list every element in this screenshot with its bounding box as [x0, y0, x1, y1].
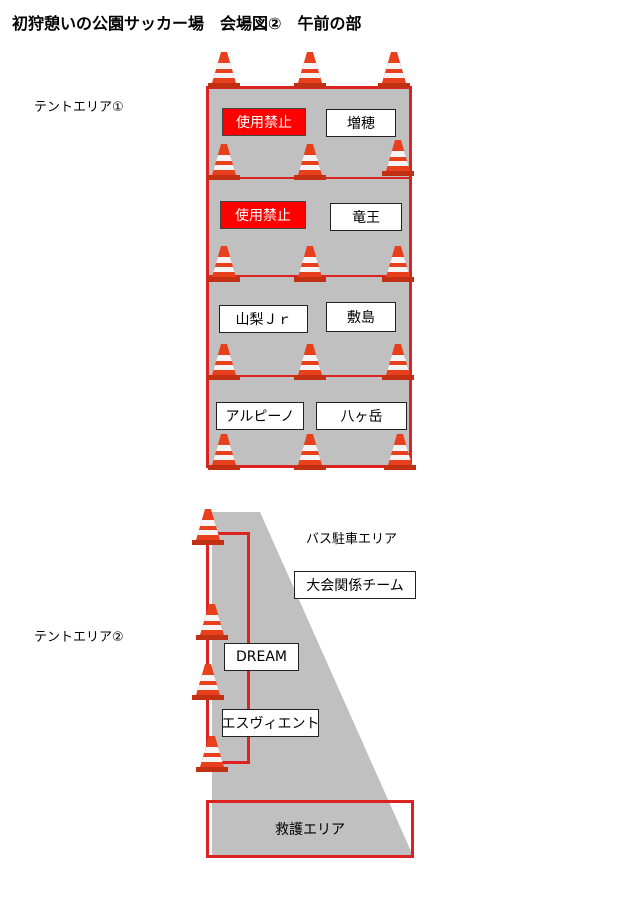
bus-area-label: バス駐車エリア: [306, 532, 398, 547]
tent-slot: 山梨Ｊｒ: [219, 305, 308, 333]
page-title: 初狩憩いの公園サッカー場 会場図② 午前の部: [12, 14, 362, 33]
tent-slot: DREAM: [224, 643, 299, 671]
tent-area-1-label: テントエリア①: [34, 100, 124, 115]
staff-team-box: 大会関係チーム: [294, 571, 416, 599]
tent-slot: 敷島: [326, 302, 396, 332]
rescue-area: 救護エリア: [206, 800, 414, 858]
tent-slot: 増穂: [326, 109, 396, 137]
tent-area-2-label: テントエリア②: [34, 630, 124, 645]
tent-slot: アルピーノ: [216, 402, 304, 430]
tent-slot: エスヴィエント: [222, 709, 320, 737]
tent-slot: 使用禁止: [220, 201, 306, 229]
tent-slot: 八ヶ岳: [316, 402, 407, 430]
rescue-area-label: 救護エリア: [275, 822, 345, 838]
tent-slot: 竜王: [330, 203, 402, 231]
tent-slot: 使用禁止: [222, 108, 306, 136]
